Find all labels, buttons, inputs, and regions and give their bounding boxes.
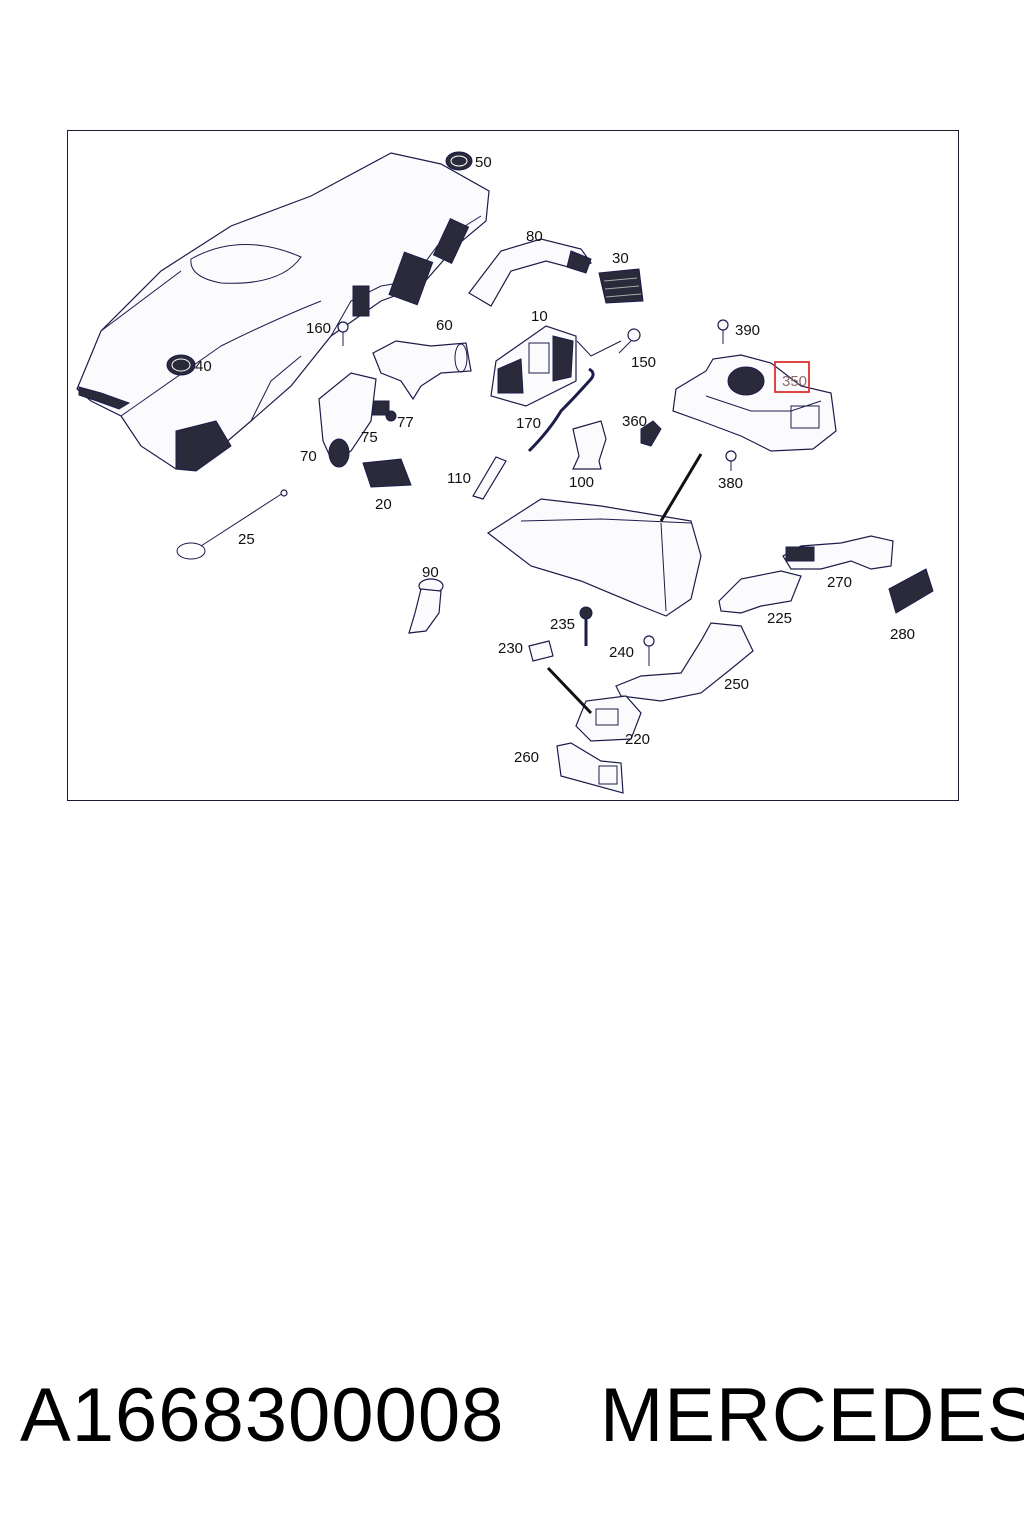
highlight-box-350 bbox=[774, 361, 810, 393]
callout-390: 390 bbox=[735, 322, 760, 339]
callout-225: 225 bbox=[767, 610, 792, 627]
pad-110-part bbox=[472, 456, 507, 500]
sensor-360-part bbox=[640, 420, 662, 447]
center-console-part bbox=[486, 498, 702, 617]
duct-90-part bbox=[408, 578, 444, 634]
callout-25: 25 bbox=[238, 531, 255, 548]
vent-50-part bbox=[445, 151, 473, 171]
callout-30: 30 bbox=[612, 250, 629, 267]
part-number-caption: A1668300008 bbox=[20, 1373, 505, 1458]
callout-50: 50 bbox=[475, 154, 492, 171]
callout-20: 20 bbox=[375, 496, 392, 513]
duct-250-part bbox=[615, 622, 754, 702]
callout-10: 10 bbox=[531, 308, 548, 325]
screw-150-part bbox=[576, 328, 641, 357]
screw-160-part bbox=[337, 321, 349, 346]
duct-60-part bbox=[372, 340, 472, 401]
callout-235: 235 bbox=[550, 616, 575, 633]
bracket-220-part bbox=[575, 695, 642, 742]
callout-230: 230 bbox=[498, 640, 523, 657]
callout-150: 150 bbox=[631, 354, 656, 371]
blower-housing-350-part bbox=[672, 354, 837, 452]
duct-225-part bbox=[718, 570, 802, 614]
vent-30-part bbox=[598, 268, 644, 304]
vent-20-part bbox=[362, 458, 412, 488]
callout-110: 110 bbox=[447, 470, 471, 487]
bracket-100-part bbox=[572, 420, 607, 470]
callout-260: 260 bbox=[514, 749, 539, 766]
callout-220: 220 bbox=[625, 731, 650, 748]
callout-40: 40 bbox=[195, 358, 212, 375]
callout-280: 280 bbox=[890, 626, 915, 643]
leader-line bbox=[546, 666, 593, 715]
callout-380: 380 bbox=[718, 475, 743, 492]
clip-230-part bbox=[528, 640, 554, 662]
duct-270-part bbox=[782, 535, 894, 570]
callout-170: 170 bbox=[516, 415, 541, 432]
vent-10-part bbox=[490, 325, 577, 407]
callout-77: 77 bbox=[397, 414, 414, 431]
callout-100: 100 bbox=[569, 474, 594, 491]
cover-260-part bbox=[556, 742, 624, 794]
diagram-frame: 50 80 30 160 60 10 390 40 150 350 77 75 … bbox=[67, 130, 959, 801]
leader-line bbox=[659, 453, 703, 522]
cable-170-part bbox=[527, 367, 595, 453]
duct-80-part bbox=[468, 238, 592, 307]
callout-70: 70 bbox=[300, 448, 317, 465]
callout-75: 75 bbox=[361, 429, 378, 446]
callout-360: 360 bbox=[622, 413, 647, 430]
vent-280-part bbox=[888, 568, 934, 614]
cable-25-part bbox=[176, 489, 288, 560]
callout-80: 80 bbox=[526, 228, 543, 245]
callout-350: 350 bbox=[782, 373, 807, 390]
screw-235-part bbox=[579, 606, 593, 646]
callout-270: 270 bbox=[827, 574, 852, 591]
vent-40-part bbox=[166, 354, 196, 376]
callout-90: 90 bbox=[422, 564, 439, 581]
pin-380-part bbox=[725, 450, 737, 471]
callout-250: 250 bbox=[724, 676, 749, 693]
dashboard-part bbox=[76, 152, 490, 472]
brand-caption: MERCEDES bbox=[600, 1373, 1024, 1458]
callout-160: 160 bbox=[306, 320, 331, 337]
callout-240: 240 bbox=[609, 644, 634, 661]
callout-60: 60 bbox=[436, 317, 453, 334]
screw-240-part bbox=[643, 635, 655, 666]
exploded-parts-diagram: 50 80 30 160 60 10 390 40 150 350 77 75 … bbox=[76, 151, 934, 794]
screw-390-part bbox=[717, 319, 729, 344]
duct-70-part bbox=[318, 372, 377, 468]
